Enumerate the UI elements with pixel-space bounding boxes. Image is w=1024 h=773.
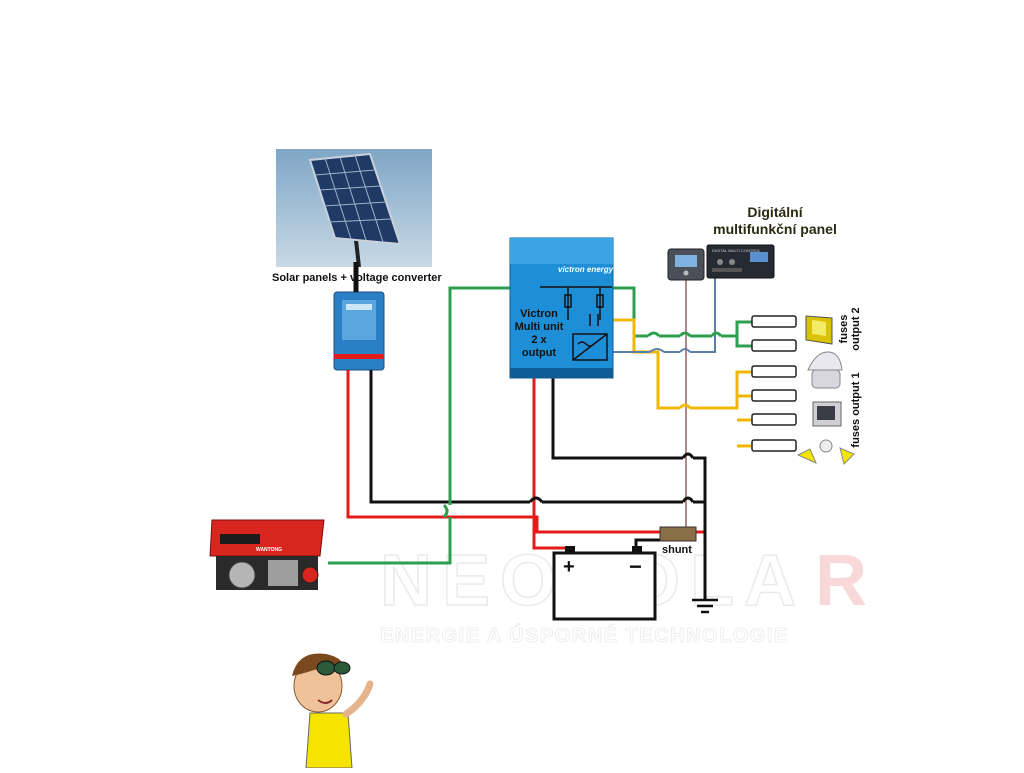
victron-label-line3: 2 x output <box>521 334 557 359</box>
mascot-boy-icon <box>292 653 374 769</box>
generator-image <box>206 519 328 591</box>
wires <box>300 262 752 600</box>
fuses-output-2-line2: output 2 <box>850 307 862 351</box>
battery <box>552 546 657 621</box>
panel-title: Digitální multifunkční panel <box>700 204 850 238</box>
shunt <box>659 526 697 542</box>
fuses-output-2 <box>751 315 797 352</box>
fuses-output-1-label: fuses output 1 <box>850 368 862 452</box>
victron-label-line1: Victron <box>520 308 558 320</box>
ground-icon <box>692 598 718 614</box>
solar-panel-image <box>276 149 432 268</box>
panel-device-text: DIGITAL MULTI CONTROL <box>712 248 761 253</box>
svg-text:ENERGIE A ÚSPORNÉ TECHNOLOGIE: ENERGIE A ÚSPORNÉ TECHNOLOGIE <box>380 623 789 647</box>
fuses-output-1 <box>751 365 797 452</box>
victron-multi-unit <box>509 237 614 379</box>
voltage-converter <box>333 291 385 371</box>
generator-brand: WANTONG <box>256 547 283 553</box>
fuses-output-1-line1: fuses output 1 <box>850 372 862 448</box>
solar-label: Solar panels + voltage converter <box>272 272 442 284</box>
victron-brand: victron energy <box>558 265 614 274</box>
fuses-output-2-line1: fuses <box>838 314 850 344</box>
appliance-icons <box>796 315 855 465</box>
battery-minus: − <box>629 554 642 579</box>
victron-label: Victron Multi unit 2 x output <box>514 308 564 360</box>
panel-title-line1: Digitální <box>747 204 803 220</box>
panel-title-line2: multifunkční panel <box>713 221 837 237</box>
fuses-output-2-label: fuses output 2 <box>838 304 862 354</box>
svg-text:R: R <box>815 541 867 621</box>
remote-control-panel <box>667 248 705 281</box>
battery-plus: + <box>563 556 575 578</box>
shunt-label: shunt <box>662 544 692 556</box>
victron-label-line2: Multi unit <box>514 321 564 333</box>
digital-multifunction-panel <box>706 244 775 279</box>
